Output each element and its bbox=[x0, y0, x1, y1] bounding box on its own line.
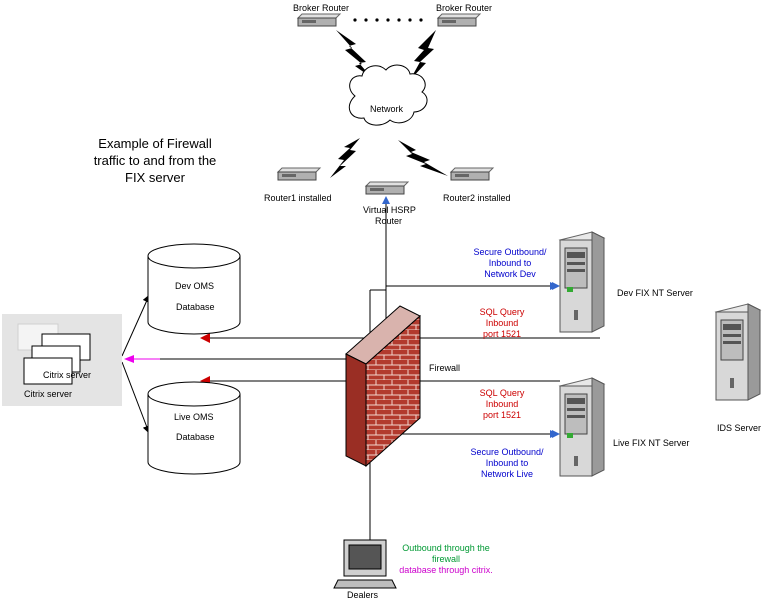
title-line-1: Example of Firewall bbox=[98, 136, 212, 151]
dev-fix-server: Dev FIX NT Server bbox=[558, 231, 693, 333]
live-sql-2: Inbound bbox=[486, 399, 519, 409]
firewall: Firewall bbox=[345, 305, 460, 468]
ids-server: IDS Server bbox=[714, 303, 762, 433]
annotation-live-outbound: Secure Outbound/ Inbound to Network Live bbox=[470, 447, 544, 479]
dev-outbound-2: Inbound to bbox=[489, 258, 532, 268]
live-oms-database: Live OMS Database bbox=[147, 381, 241, 475]
annotation-dev-outbound: Secure Outbound/ Inbound to Network Dev bbox=[473, 247, 547, 279]
live-fix-label: Live FIX NT Server bbox=[613, 438, 689, 448]
virtual-router-label-1: Virtual HSRP bbox=[363, 205, 416, 215]
network-cloud: Network bbox=[348, 64, 428, 126]
live-db-label-2: Database bbox=[176, 432, 215, 442]
live-outbound-3: Network Live bbox=[481, 469, 533, 479]
lightning-icon bbox=[398, 140, 448, 176]
live-outbound-1: Secure Outbound/ bbox=[470, 447, 544, 457]
live-db-label-1: Live OMS bbox=[174, 412, 214, 422]
dev-outbound-3: Network Dev bbox=[484, 269, 536, 279]
router-dots bbox=[353, 18, 423, 22]
citrix-servers: Citrix server Citrix server bbox=[2, 314, 122, 406]
router1-label: Router1 installed bbox=[264, 193, 332, 203]
title-line-3: FIX server bbox=[125, 170, 186, 185]
firewall-label: Firewall bbox=[429, 363, 460, 373]
dev-oms-database: Dev OMS Database bbox=[147, 243, 241, 335]
dev-fix-label: Dev FIX NT Server bbox=[617, 288, 693, 298]
citrix-arrow bbox=[124, 355, 134, 363]
diagram-title: Example of Firewall traffic to and from … bbox=[94, 136, 217, 185]
annotation-dev-sql: SQL Query Inbound port 1521 bbox=[480, 307, 525, 339]
lightning-icon bbox=[330, 138, 360, 178]
wan-link-icons bbox=[330, 30, 448, 178]
dealers-label: Dealers bbox=[347, 590, 379, 600]
router2: Router2 installed bbox=[443, 167, 511, 203]
virtual-router-arrow bbox=[382, 196, 390, 204]
live-sql-1: SQL Query bbox=[480, 388, 525, 398]
title-line-2: traffic to and from the bbox=[94, 153, 217, 168]
dev-sql-arrow bbox=[200, 333, 210, 343]
outbound-firewall-1: Outbound through the bbox=[402, 543, 490, 553]
virtual-hsrp-router: Virtual HSRP Router bbox=[363, 181, 416, 226]
dev-db-label-2: Database bbox=[176, 302, 215, 312]
broker-router-2-label: Broker Router bbox=[436, 3, 492, 13]
lightning-icon bbox=[336, 30, 372, 78]
live-fix-server: Live FIX NT Server bbox=[558, 377, 689, 477]
live-outbound-arrow bbox=[550, 430, 558, 438]
live-sql-3: port 1521 bbox=[483, 410, 521, 420]
dealers-workstation: Dealers bbox=[333, 539, 397, 600]
outbound-firewall-2: firewall bbox=[432, 554, 460, 564]
citrix-label-1: Citrix server bbox=[43, 370, 91, 380]
broker-router-2: Broker Router bbox=[436, 3, 492, 27]
annotation-live-sql: SQL Query Inbound port 1521 bbox=[480, 388, 525, 420]
dev-sql-1: SQL Query bbox=[480, 307, 525, 317]
db-through-citrix: database through citrix. bbox=[399, 565, 493, 575]
citrix-label-2: Citrix server bbox=[24, 389, 72, 399]
dev-db-label-1: Dev OMS bbox=[175, 281, 214, 291]
dev-sql-3: port 1521 bbox=[483, 329, 521, 339]
dev-outbound-1: Secure Outbound/ bbox=[473, 247, 547, 257]
router2-label: Router2 installed bbox=[443, 193, 511, 203]
broker-router-1: Broker Router bbox=[293, 3, 349, 27]
lightning-icon bbox=[410, 30, 436, 80]
dev-outbound-arrow bbox=[550, 282, 558, 290]
annotation-outbound-firewall: Outbound through the firewall database t… bbox=[399, 543, 493, 575]
traffic-arrows bbox=[124, 196, 558, 438]
virtual-router-label-2: Router bbox=[375, 216, 402, 226]
ids-label: IDS Server bbox=[717, 423, 761, 433]
network-label: Network bbox=[370, 104, 404, 114]
router1: Router1 installed bbox=[264, 167, 332, 203]
live-outbound-2: Inbound to bbox=[486, 458, 529, 468]
broker-router-1-label: Broker Router bbox=[293, 3, 349, 13]
dev-sql-2: Inbound bbox=[486, 318, 519, 328]
